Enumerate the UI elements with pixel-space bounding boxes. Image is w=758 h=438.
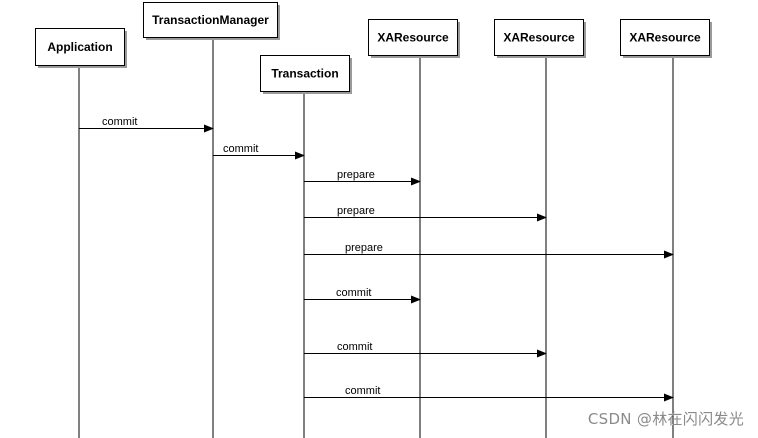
message-label: commit [337,341,372,353]
message-label: commit [102,116,137,128]
participant-box [494,19,584,56]
message-1: commit [79,116,214,133]
message-label: prepare [337,205,375,217]
participant-label: XAResource [629,31,701,45]
message-label: commit [345,385,380,397]
participant-xa3: XAResource [620,19,712,58]
message-label: prepare [345,242,383,254]
participant-tm: TransactionManager [143,2,280,40]
participant-app: Application [35,28,127,68]
participant-label: XAResource [503,31,575,45]
message-8: commit [304,385,674,402]
message-label: commit [336,287,371,299]
participant-box [35,28,125,66]
message-6: commit [304,287,421,304]
participant-box [368,19,458,56]
message-label: prepare [337,169,375,181]
message-7: commit [304,341,547,358]
participant-label: Transaction [271,67,338,81]
participant-xa2: XAResource [494,19,586,58]
participant-tx: Transaction [260,55,352,94]
message-4: prepare [304,205,547,222]
message-3: prepare [304,169,421,186]
participant-label: TransactionManager [152,13,269,27]
message-2: commit [213,143,305,160]
participant-box [260,55,350,92]
message-5: prepare [304,242,674,259]
participant-label: Application [47,40,112,54]
participant-label: XAResource [377,31,449,45]
participant-box [620,19,710,56]
participant-box [143,2,278,38]
watermark-text: CSDN @林在闪闪发光 [587,410,744,428]
participant-xa1: XAResource [368,19,460,58]
message-label: commit [223,143,258,155]
